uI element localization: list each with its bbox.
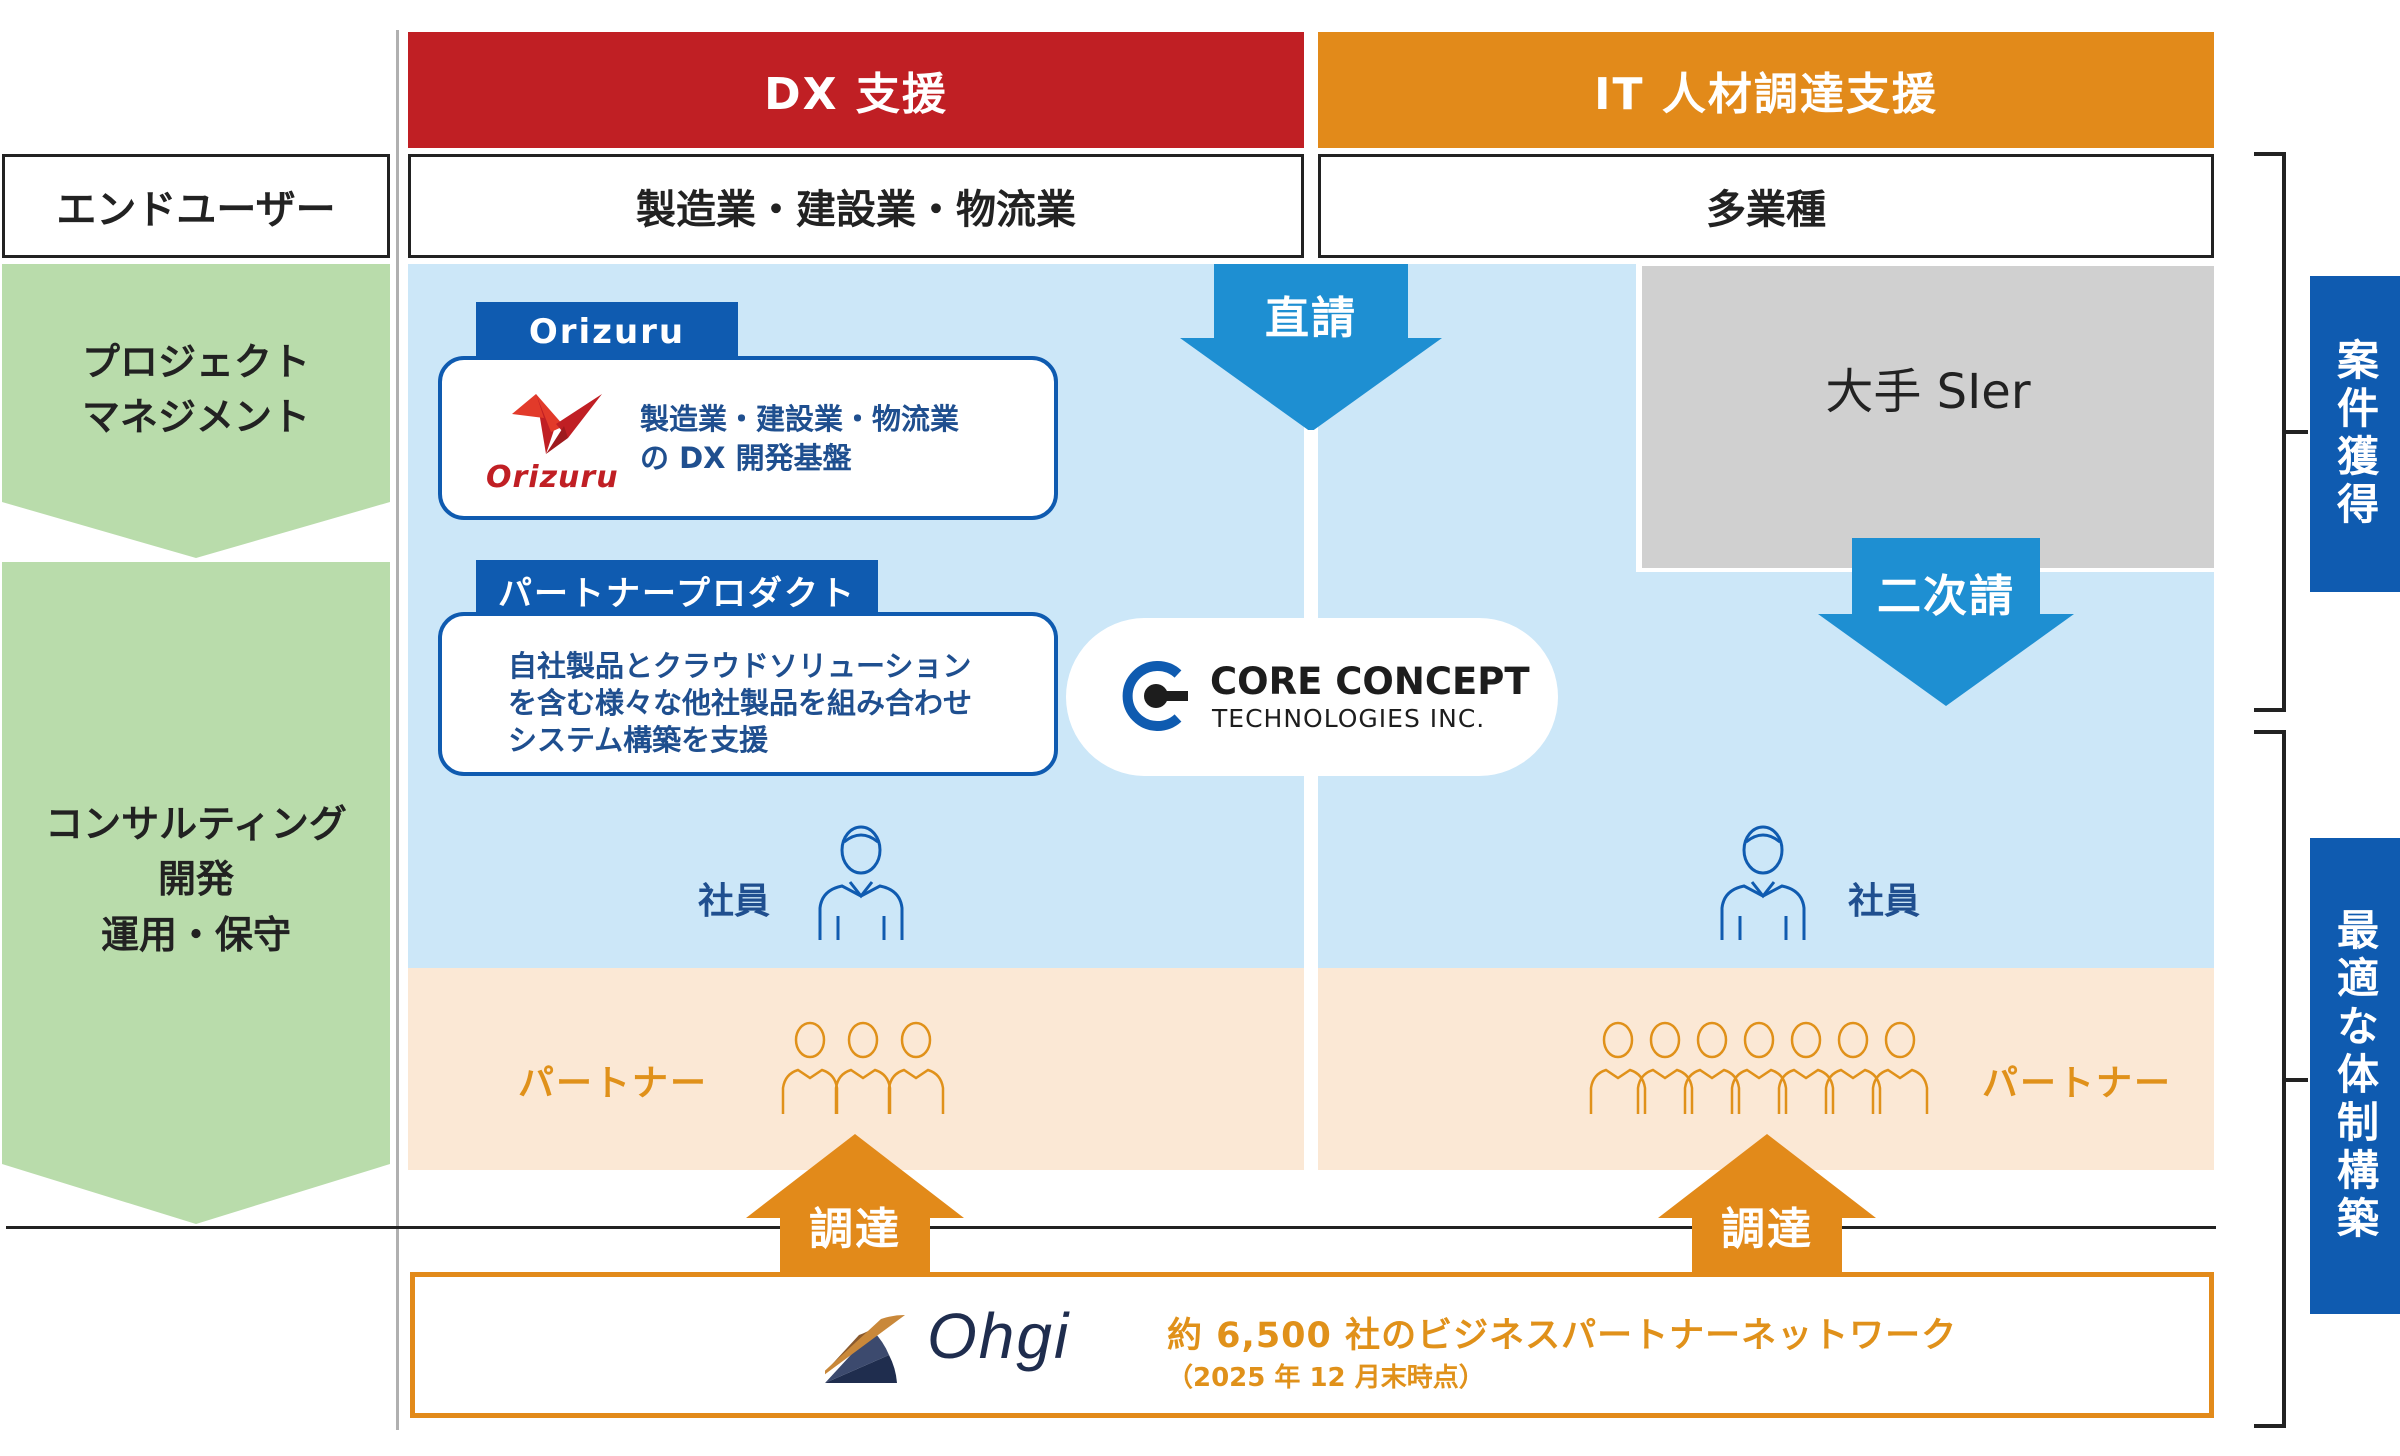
end-user-label: エンドユーザー xyxy=(2,154,390,258)
partner-product-tag: パートナープロダクト xyxy=(476,560,878,620)
secondary-order-label: 二次請 xyxy=(1877,571,2015,622)
project-management-label: プロジェクト マネジメント xyxy=(81,339,310,439)
ohgi-network-box: Ohgi 約 6,500 社のビジネスパートナーネットワーク （2025 年 1… xyxy=(410,1272,2214,1418)
company-pill: CORE CONCEPT TECHNOLOGIES INC. xyxy=(1066,618,1558,776)
optimal-structure-label: 最適な体制構築 xyxy=(2310,838,2400,1314)
partner-group-icon-right xyxy=(1589,1021,1929,1114)
partner-label-left: パートナー xyxy=(518,1063,709,1104)
sier-label: 大手 SIer xyxy=(1825,364,2031,420)
consulting-label: コンサルティング 開発 運用・保守 xyxy=(45,802,347,957)
procure-arrow-right xyxy=(1658,1134,1876,1278)
it-support-title: IT 人材調達支援 xyxy=(1594,69,1938,120)
it-industry-box: 多業種 xyxy=(1318,154,2214,258)
employee-label-right: 社員 xyxy=(1848,881,1921,922)
project-management-chevron xyxy=(2,264,390,558)
partner-product-box: 自社製品とクラウドソリューション を含む様々な他社製品を組み合わせ システム構築… xyxy=(438,612,1058,776)
ohgi-logo-text: Ohgi xyxy=(927,1300,1071,1372)
sier-inner: 大手 SIer xyxy=(1642,266,2214,568)
it-support-header: IT 人材調達支援 xyxy=(1318,32,2214,148)
orizuru-description: 製造業・建設業・物流業 の DX 開発基盤 xyxy=(640,402,960,476)
dx-support-title: DX 支援 xyxy=(764,69,948,120)
employee-person-icon-left xyxy=(818,825,904,940)
orizuru-tag: Orizuru xyxy=(476,302,738,362)
procurement-separator-line xyxy=(6,1226,2216,1229)
dx-industry-box: 製造業・建設業・物流業 xyxy=(408,154,1304,258)
left-phase-shapes xyxy=(2,264,390,1224)
orizuru-box: Orizuru 製造業・建設業・物流業 の DX 開発基盤 xyxy=(438,356,1058,520)
partner-product-description: 自社製品とクラウドソリューション を含む様々な他社製品を組み合わせ システム構築… xyxy=(508,649,973,757)
employee-label-left: 社員 xyxy=(698,881,771,922)
direct-order-label: 直請 xyxy=(1265,293,1357,344)
core-concept-logo-icon xyxy=(1122,661,1188,731)
orizuru-logo-text: Orizuru xyxy=(486,460,619,495)
procure-label-right: 調達 xyxy=(1721,1204,1813,1255)
employee-person-icon-right xyxy=(1720,825,1806,940)
right-brackets xyxy=(2254,152,2308,1428)
procure-arrow-left xyxy=(746,1134,964,1278)
partner-label-right: パートナー xyxy=(1982,1063,2173,1104)
procure-label-left: 調達 xyxy=(809,1204,901,1255)
direct-order-arrow xyxy=(1180,264,1442,432)
company-name-line2: TECHNOLOGIES INC. xyxy=(1212,704,1486,733)
company-name-line1: CORE CONCEPT xyxy=(1210,660,1530,703)
ohgi-network-note: （2025 年 12 月末時点） xyxy=(1167,1363,1485,1393)
case-acquisition-label: 案件獲得 xyxy=(2310,276,2400,592)
dx-support-header: DX 支援 xyxy=(408,32,1304,148)
ohgi-fan-logo-icon xyxy=(825,1314,905,1383)
consulting-chevron xyxy=(2,562,390,1224)
partner-group-icon-left xyxy=(781,1021,945,1114)
secondary-order-arrow xyxy=(1818,538,2074,706)
orizuru-crane-icon xyxy=(512,394,602,454)
ohgi-network-text: 約 6,500 社のビジネスパートナーネットワーク xyxy=(1167,1316,1958,1356)
left-divider-line xyxy=(396,30,399,1430)
